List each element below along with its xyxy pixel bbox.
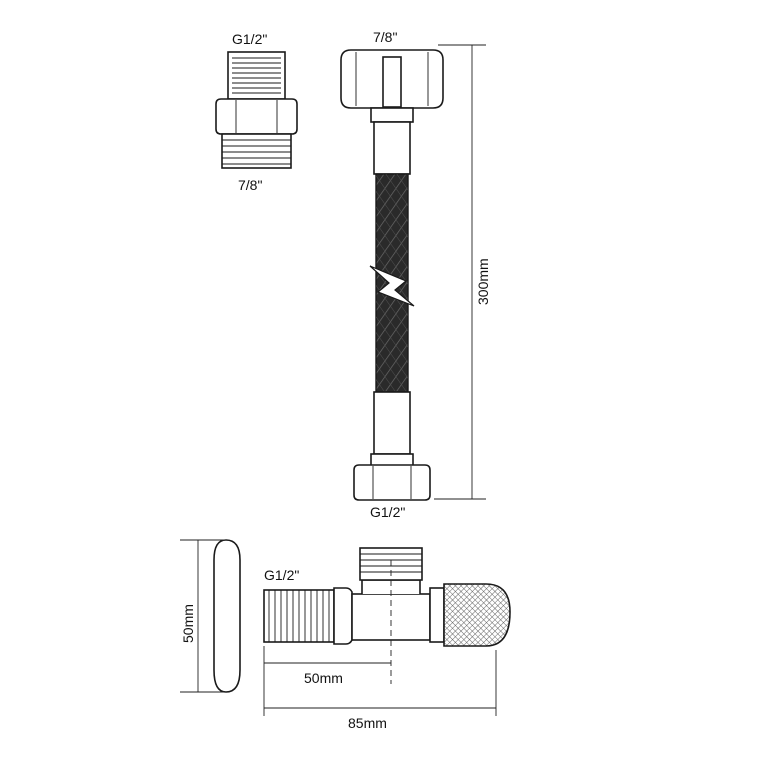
hose-bottom-nut — [353, 464, 431, 501]
valve-inlet-length-dimension — [263, 646, 391, 716]
valve-height-dimension — [180, 539, 226, 693]
adapter-upper-body — [227, 51, 286, 100]
adapter-lower-thread — [221, 133, 292, 169]
valve-escutcheon — [213, 539, 241, 693]
adapter-bottom-label: 7/8" — [238, 177, 262, 193]
adapter-top-label: G1/2" — [232, 31, 267, 47]
valve-total-length-dimension — [264, 650, 497, 716]
flex-hose: 7/8" G1/2" 300mm — [340, 29, 491, 520]
valve-height-label: 50mm — [180, 604, 196, 643]
valve-inlet-label: G1/2" — [264, 567, 299, 583]
hose-top-ferrule — [370, 107, 414, 123]
valve-total-length-label: 85mm — [348, 715, 387, 731]
adapter-upper-thread-lines — [232, 57, 281, 94]
adapter-hex-nut — [215, 98, 298, 135]
valve-inlet-flange — [333, 587, 353, 645]
hose-bottom-label: G1/2" — [370, 504, 405, 520]
hose-top-label: 7/8" — [373, 29, 397, 45]
valve-inlet-length-label: 50mm — [304, 670, 343, 686]
hose-break-symbol — [369, 265, 415, 307]
hose-bottom-ferrule — [373, 391, 411, 455]
adapter-fitting: G1/2" 7/8" — [215, 31, 298, 193]
valve-handle-stem — [429, 587, 445, 643]
valve-handle-knob — [443, 583, 511, 647]
hose-length-dimension — [434, 44, 486, 500]
angle-valve: 50mm G1/2" — [180, 539, 511, 731]
hose-length-label: 300mm — [475, 258, 491, 305]
